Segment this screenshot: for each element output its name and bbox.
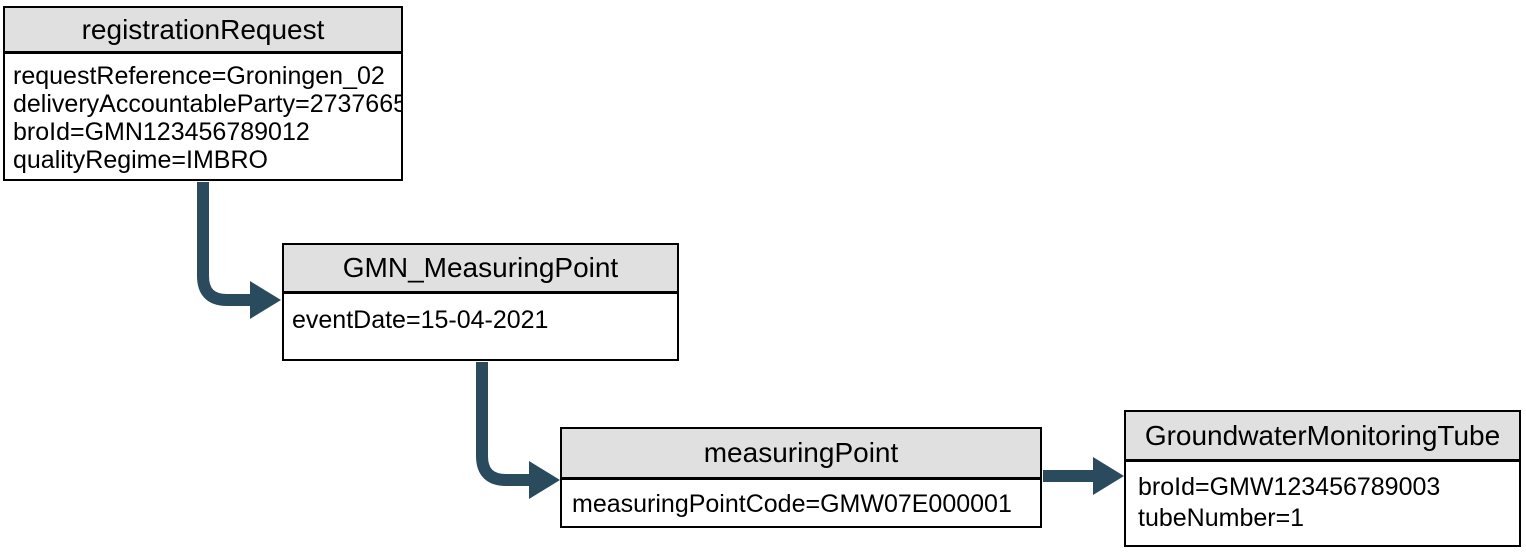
attribute-request-reference: requestReference=Groningen_02 bbox=[13, 62, 385, 90]
attribute-tube-number: tubeNumber=1 bbox=[1138, 504, 1305, 532]
node-groundwater-monitoring-tube-attributes: broId=GMW123456789003 tubeNumber=1 bbox=[1126, 462, 1519, 534]
node-groundwater-monitoring-tube-title: GroundwaterMonitoringTube bbox=[1126, 412, 1519, 462]
node-gmn-measuring-point-attributes: eventDate=15-04-2021 bbox=[284, 294, 677, 334]
attribute-bro-id: broId=GMN123456789012 bbox=[13, 118, 310, 146]
attribute-quality-regime: qualityRegime=IMBRO bbox=[13, 146, 268, 174]
arrow-gmnmeasuringpoint-to-measuringpoint bbox=[476, 362, 560, 499]
node-measuring-point-title: measuringPoint bbox=[562, 429, 1040, 480]
arrow-registrationrequest-to-gmnmeasuringpoint bbox=[197, 182, 281, 319]
arrowhead-icon bbox=[529, 461, 560, 499]
node-gmn-measuring-point: GMN_MeasuringPoint eventDate=15-04-2021 bbox=[282, 243, 679, 361]
attribute-bro-id: broId=GMW123456789003 bbox=[1138, 473, 1441, 501]
attribute-delivery-accountable-party: deliveryAccountableParty=27376655 bbox=[13, 90, 401, 118]
node-gmn-measuring-point-title: GMN_MeasuringPoint bbox=[284, 245, 677, 294]
node-registration-request-attributes: requestReference=Groningen_02 deliveryAc… bbox=[5, 54, 401, 174]
arrow-measuringpoint-to-groundwatermonitoringtube bbox=[1043, 457, 1124, 495]
node-measuring-point: measuringPoint measuringPointCode=GMW07E… bbox=[560, 427, 1042, 528]
node-registration-request: registrationRequest requestReference=Gro… bbox=[3, 6, 403, 181]
node-registration-request-title: registrationRequest bbox=[5, 8, 401, 54]
arrow-shaft bbox=[197, 182, 251, 306]
attribute-event-date: eventDate=15-04-2021 bbox=[292, 306, 549, 334]
node-groundwater-monitoring-tube: GroundwaterMonitoringTube broId=GMW12345… bbox=[1124, 410, 1521, 547]
arrow-shaft bbox=[476, 362, 530, 486]
attribute-measuring-point-code: measuringPointCode=GMW07E000001 bbox=[572, 490, 1012, 518]
arrowhead-icon bbox=[1093, 457, 1124, 495]
arrowhead-icon bbox=[250, 281, 281, 319]
node-measuring-point-attributes: measuringPointCode=GMW07E000001 bbox=[562, 480, 1040, 518]
